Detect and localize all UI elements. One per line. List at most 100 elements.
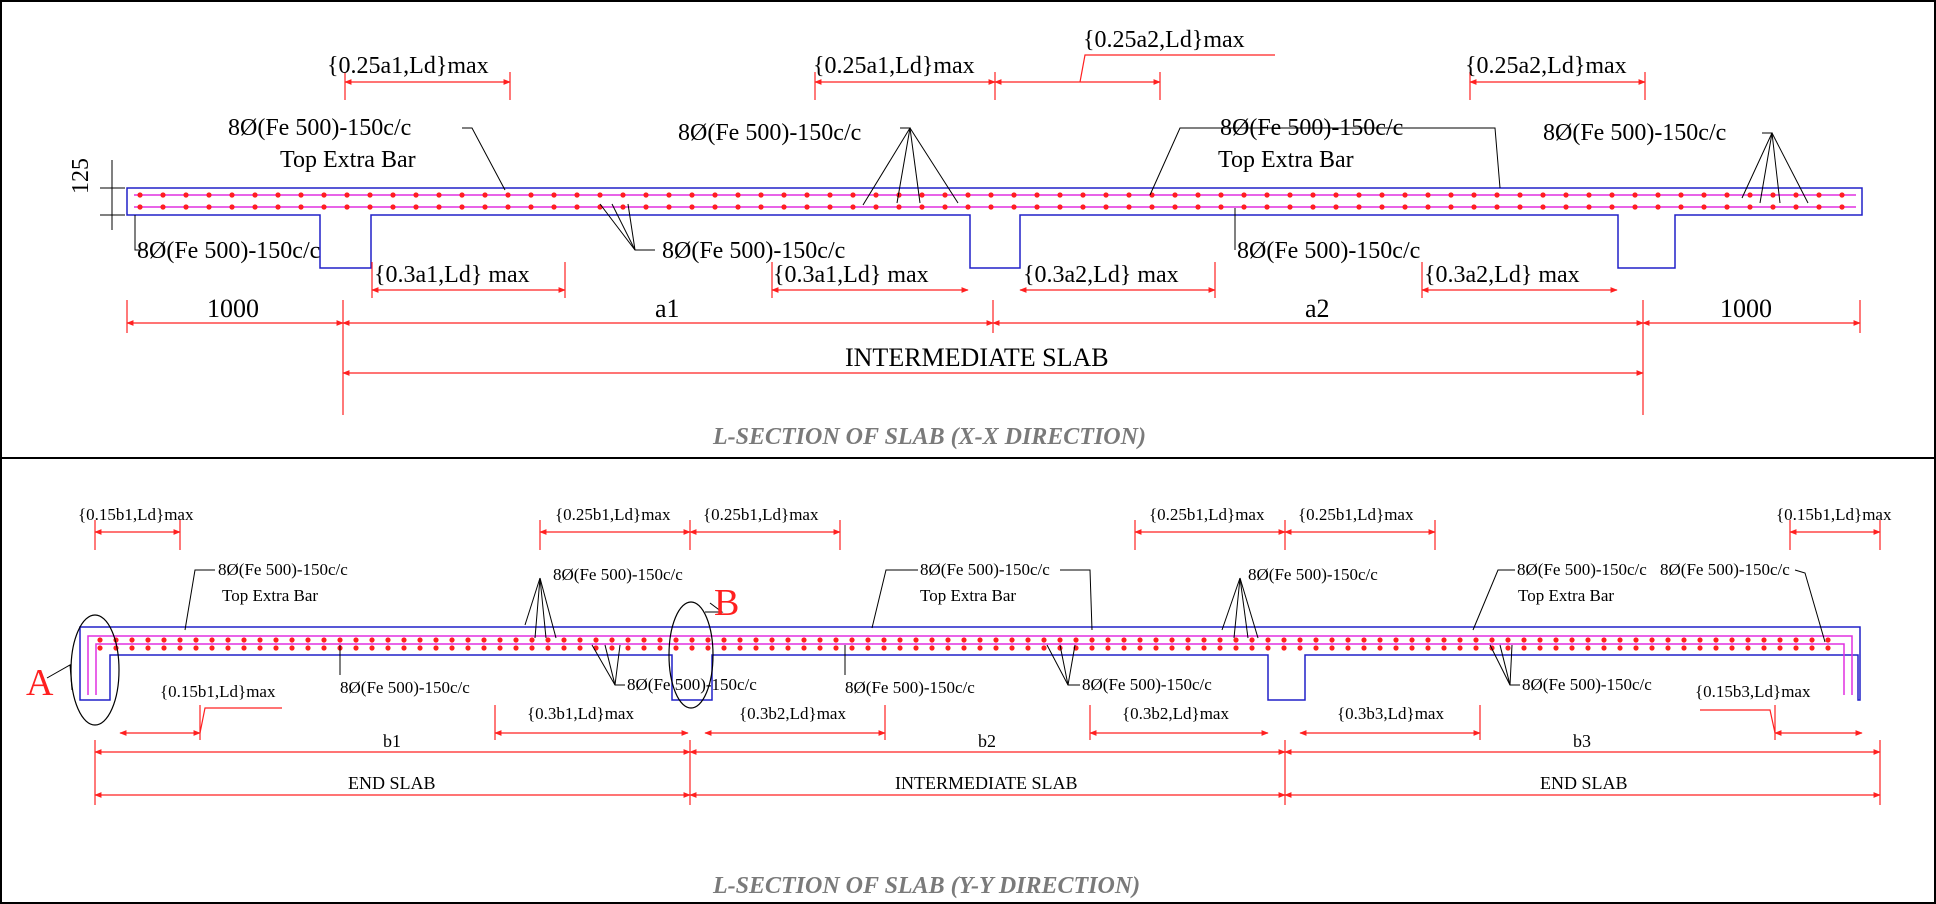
rebar-dot [977, 637, 983, 643]
rebar-dot [1233, 637, 1239, 643]
y-dim-top-6: {0.15b1,Ld}max [1776, 505, 1892, 524]
rebar-dot [1793, 637, 1799, 643]
rebar-dot [1701, 204, 1707, 210]
rebar-dot [390, 204, 396, 210]
bottom-bar-label-mid: 8Ø(Fe 500)-150c/c [662, 238, 845, 264]
rebar-dot [183, 204, 189, 210]
rebar-dot [1745, 637, 1751, 643]
rebar-dot [1105, 645, 1111, 651]
y-low-label-5: 8Ø(Fe 500)-150c/c [1522, 675, 1652, 694]
rebar-dot [545, 637, 551, 643]
rebar-dot [1553, 637, 1559, 643]
y-top-extra-2: Top Extra Bar [920, 586, 1016, 605]
rebar-dot [1809, 645, 1815, 651]
rebar-dot [1681, 637, 1687, 643]
dim-top-3: {0.25a2,Ld}max [1083, 27, 1245, 53]
rebar-dot [1169, 645, 1175, 651]
rebar-dot [289, 637, 295, 643]
y-top-extra-1: Top Extra Bar [222, 586, 318, 605]
rebar-dot [1697, 637, 1703, 643]
rebar-dot [1473, 645, 1479, 651]
rebar-dot [666, 192, 672, 198]
rebar-dot [1126, 204, 1132, 210]
rebar-dot [849, 645, 855, 651]
rebar-dot [1457, 637, 1463, 643]
rebar-dot [1770, 204, 1776, 210]
marker-b-ellipse [668, 601, 714, 709]
rebar-dot [712, 192, 718, 198]
rebar-dot [1297, 645, 1303, 651]
rebar-dot [1377, 637, 1383, 643]
rebar-dot [413, 192, 419, 198]
rebar-dot [961, 637, 967, 643]
rebar-dot [881, 637, 887, 643]
rebar-dot [1169, 637, 1175, 643]
rebar-dot [225, 645, 231, 651]
rebar-dot [945, 645, 951, 651]
rebar-dot [1617, 645, 1623, 651]
rebar-dot [1185, 637, 1191, 643]
rebar-dot [833, 637, 839, 643]
rebar-dot [1617, 637, 1623, 643]
rebar-dot [593, 637, 599, 643]
y-dim-bottom-4: {0.3b2,Ld}max [1122, 704, 1229, 723]
rebar-dot [1425, 204, 1431, 210]
rebar-dot [620, 204, 626, 210]
rebar-dot [1473, 637, 1479, 643]
y-bar-label-1: 8Ø(Fe 500)-150c/c [218, 560, 348, 579]
rebar-dot [551, 192, 557, 198]
rebar-dot [666, 204, 672, 210]
rebar-dot [1011, 192, 1017, 198]
rebar-dot [1034, 204, 1040, 210]
rebar-dot [1356, 192, 1362, 198]
rebar-dot [390, 192, 396, 198]
rebar-dot [1025, 637, 1031, 643]
rebar-dot [1361, 645, 1367, 651]
rebar-dot [641, 637, 647, 643]
rebar-dot [785, 637, 791, 643]
rebar-dot [551, 204, 557, 210]
rebar-dot [689, 645, 695, 651]
rebar-dot [385, 645, 391, 651]
rebar-dot [1825, 637, 1831, 643]
rebar-dot [817, 645, 823, 651]
rebar-dot [689, 204, 695, 210]
section-y-y: A B {0.15b1,Ld}max {0.25b1,Ld}max {0.25b… [26, 505, 1892, 899]
rebar-dot [1701, 192, 1707, 198]
rebar-dot [769, 645, 775, 651]
y-dim-bottom-2: {0.3b1,Ld}max [527, 704, 634, 723]
rebar-dot [817, 637, 823, 643]
rebar-dot [801, 645, 807, 651]
y-low-label-4: 8Ø(Fe 500)-150c/c [1082, 675, 1212, 694]
rebar-dot [1665, 645, 1671, 651]
rebar-dot [1793, 192, 1799, 198]
rebar-dot [481, 637, 487, 643]
rebar-dot [1149, 204, 1155, 210]
rebar-dot [1195, 204, 1201, 210]
rebar-dot [781, 192, 787, 198]
rebar-dot [1057, 637, 1063, 643]
rebar-dot [353, 645, 359, 651]
rebar-dot [513, 637, 519, 643]
rebar-dot [206, 192, 212, 198]
marker-a-ellipse [70, 614, 120, 726]
rebar-dot [721, 645, 727, 651]
rebar-dot [193, 645, 199, 651]
rebar-dot [1697, 645, 1703, 651]
rebar-dot [1264, 192, 1270, 198]
rebar-dot [161, 645, 167, 651]
rebar-dot [945, 637, 951, 643]
rebar-dot [1281, 637, 1287, 643]
y-bar-label-4: 8Ø(Fe 500)-150c/c [1248, 565, 1378, 584]
rebar-dot [643, 204, 649, 210]
rebar-dot [97, 637, 103, 643]
rebar-dot [1379, 192, 1385, 198]
rebar-dot [1137, 645, 1143, 651]
dim-top-2: {0.25a1,Ld}max [813, 53, 975, 79]
rebar-dot [1729, 645, 1735, 651]
rebar-dot [1777, 637, 1783, 643]
rebar-dot [1310, 204, 1316, 210]
rebar-dot [561, 637, 567, 643]
rebar-dot [433, 645, 439, 651]
rebar-dot [465, 637, 471, 643]
